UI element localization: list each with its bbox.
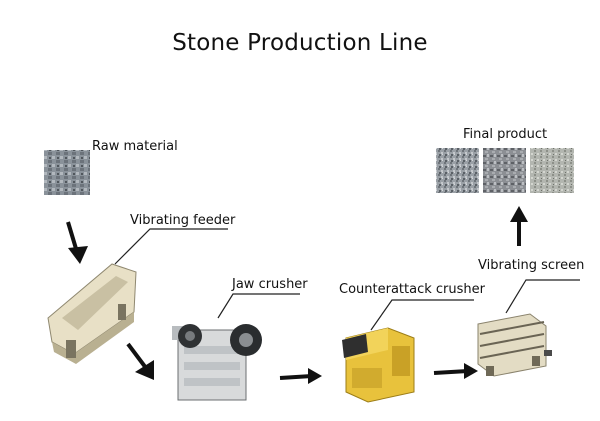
leader-line-counterattack <box>370 299 474 331</box>
diagram-title: Stone Production Line <box>172 30 428 56</box>
final-product-images <box>436 148 574 193</box>
leader-line-jaw <box>217 293 300 319</box>
arrow-right-2 <box>433 363 478 379</box>
flow-arrows <box>66 206 528 384</box>
gravel-sample-2 <box>483 148 526 193</box>
label-counterattack-crusher: Counterattack crusher <box>339 282 485 297</box>
arrow-right-1 <box>279 368 322 384</box>
gravel-sample-1 <box>436 148 479 193</box>
vibrating-feeder-machine <box>47 263 137 364</box>
leader-line-screen <box>505 279 580 314</box>
gravel-sample-3 <box>530 148 574 193</box>
raw-material-image <box>44 150 90 195</box>
vibrating-screen-machine <box>477 313 552 377</box>
arrow-down-2 <box>126 342 154 380</box>
label-raw-material: Raw material <box>92 139 178 154</box>
counterattack-crusher-machine <box>342 327 415 403</box>
arrow-up <box>510 206 528 246</box>
label-vibrating-feeder: Vibrating feeder <box>130 213 236 228</box>
label-vibrating-screen: Vibrating screen <box>478 258 585 273</box>
label-jaw-crusher: Jaw crusher <box>232 277 308 292</box>
jaw-crusher-machine <box>172 324 262 401</box>
leader-line-feeder <box>114 228 228 265</box>
leader-lines <box>114 228 580 331</box>
arrow-down-1 <box>66 221 88 264</box>
label-final-product: Final product <box>463 127 548 142</box>
